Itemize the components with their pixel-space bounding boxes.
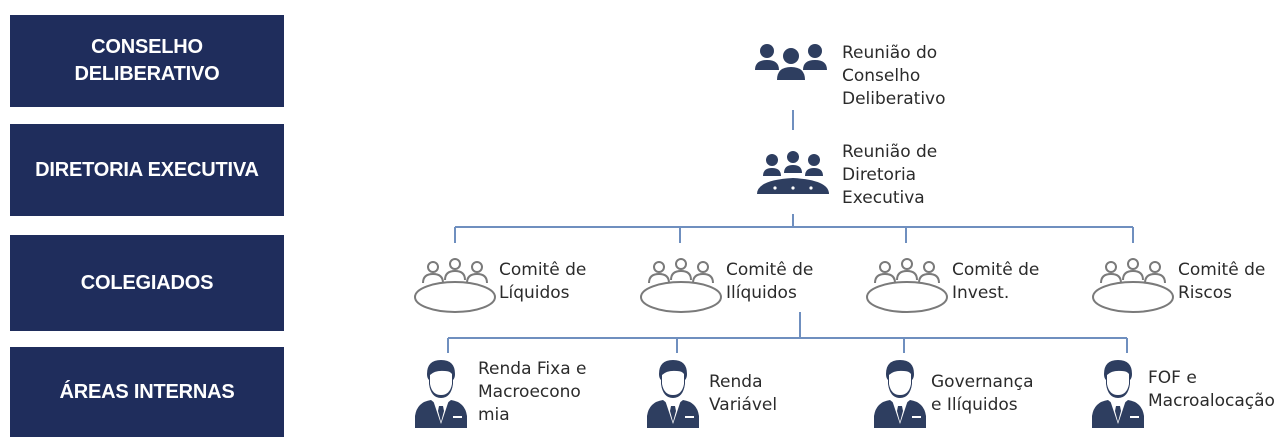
businessman-icon [415, 360, 467, 428]
area-label: Renda Fixa e Macroecono mia [478, 359, 587, 425]
level-label: CONSELHO DELIBERATIVO [74, 36, 220, 85]
level-label: DIRETORIA EXECUTIVA [35, 158, 259, 181]
people-group-icon [755, 44, 827, 80]
businessman-icon [874, 360, 926, 428]
level-box-conselho: CONSELHO DELIBERATIVO [10, 15, 284, 107]
meeting-table-icon [866, 258, 948, 313]
level-box-diretoria: DIRETORIA EXECUTIVA [10, 124, 284, 216]
node-label-conselho: Reunião do Conselho Deliberativo [842, 43, 946, 109]
node-label-diretoria: Reunião de Diretoria Executiva [842, 142, 938, 208]
committee-label: Comitê de Líquidos [499, 260, 587, 303]
level-label: ÁREAS INTERNAS [59, 380, 235, 403]
level-box-areas: ÁREAS INTERNAS [10, 347, 284, 437]
meeting-table-icon [1092, 258, 1174, 313]
committee-label: Comitê de Ilíquidos [726, 260, 814, 303]
businessman-icon [647, 360, 699, 428]
area-label: FOF e Macroalocação [1148, 368, 1275, 411]
area-label: Governança e Ilíquidos [931, 372, 1034, 415]
committee-label: Comitê de Invest. [952, 260, 1040, 303]
meeting-table-icon [414, 258, 496, 313]
level-box-colegiados: COLEGIADOS [10, 235, 284, 331]
businessman-icon [1092, 360, 1144, 428]
level-label: COLEGIADOS [80, 271, 214, 294]
area-label: Renda Variável [709, 372, 778, 415]
board-meeting-icon [757, 151, 829, 194]
committee-label: Comitê de Riscos [1178, 260, 1266, 303]
meeting-table-icon [640, 258, 722, 313]
